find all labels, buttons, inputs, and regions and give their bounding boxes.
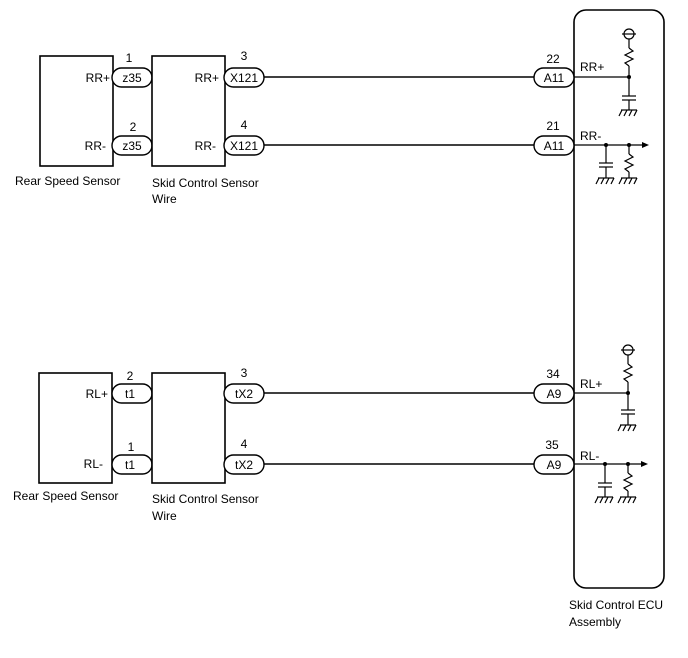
connector-z35-top-pin: 1 [126,51,133,65]
ecu-terminal-rr-plus: RR+ [580,60,604,74]
ecu-terminal-rl-plus: RL+ [580,377,602,391]
connector-tx2-top-pin: 3 [241,366,248,380]
ecu-terminal-rl-minus: RL- [580,449,599,463]
skid-sensor-wire-left-box [151,372,226,484]
ecu-circuit-rl-minus [574,461,648,504]
rear-speed-sensor-right-box [39,55,114,167]
connector-x121-bottom-pin: 4 [241,118,248,132]
connector-a9-bottom-pin: 35 [545,438,559,452]
sensor-left-pin-plus: RL+ [86,387,108,401]
connector-x121-top-label: X121 [230,71,258,85]
rear-speed-sensor-right-caption: Rear Speed Sensor [15,174,120,188]
connector-tx2-bottom-pin: 4 [241,437,248,451]
wire-left-caption-line2: Wire [152,509,177,523]
connector-x121-bottom-label: X121 [230,139,258,153]
rear-speed-sensor-left-caption: Rear Speed Sensor [13,489,118,503]
rear-speed-sensor-left-box [38,372,113,484]
connector-z35-bottom-pin: 2 [130,120,137,134]
ecu-circuit-rr-plus [574,28,638,117]
connector-a9-top-pin: 34 [546,367,560,381]
connector-tx2-top-label: tX2 [235,387,253,401]
skid-control-ecu-box [573,9,665,589]
connector-z35-top-label: z35 [122,71,142,85]
connector-t1-top-label: t1 [125,387,135,401]
sensor-right-pin-plus: RR+ [86,71,110,85]
skid-sensor-wire-right-box [151,55,226,167]
connector-x121-top-pin: 3 [241,49,248,63]
connector-a11-top-label: A11 [544,71,565,85]
connector-z35-bottom-label: z35 [122,139,142,153]
wire-right-caption-line1: Skid Control Sensor [152,176,259,190]
ecu-terminal-rr-minus: RR- [580,129,601,143]
wire-left-caption-line1: Skid Control Sensor [152,492,259,506]
ecu-circuit-rr-minus [574,142,649,185]
connector-t1-bottom-pin: 1 [128,440,135,454]
connector-a11-bottom-label: A11 [544,139,565,153]
connector-t1-top-pin: 2 [127,369,134,383]
connector-a9-top-label: A9 [547,387,562,401]
ecu-circuit-rl-plus [574,344,637,432]
sensor-left-pin-minus: RL- [84,457,103,471]
connector-a9-bottom-label: A9 [547,458,562,472]
connector-a11-top-pin: 22 [546,52,560,66]
sensor-right-pin-minus: RR- [85,139,106,153]
wire-right-pin-plus: RR+ [195,71,219,85]
wire-right-pin-minus: RR- [195,139,216,153]
wire-right-caption-line2: Wire [152,192,177,206]
ecu-caption-line2: Assembly [569,615,621,629]
connector-a11-bottom-pin: 21 [546,119,560,133]
ecu-caption-line1: Skid Control ECU [569,598,663,612]
connector-tx2-bottom-label: tX2 [235,458,253,472]
connector-t1-bottom-label: t1 [125,458,135,472]
